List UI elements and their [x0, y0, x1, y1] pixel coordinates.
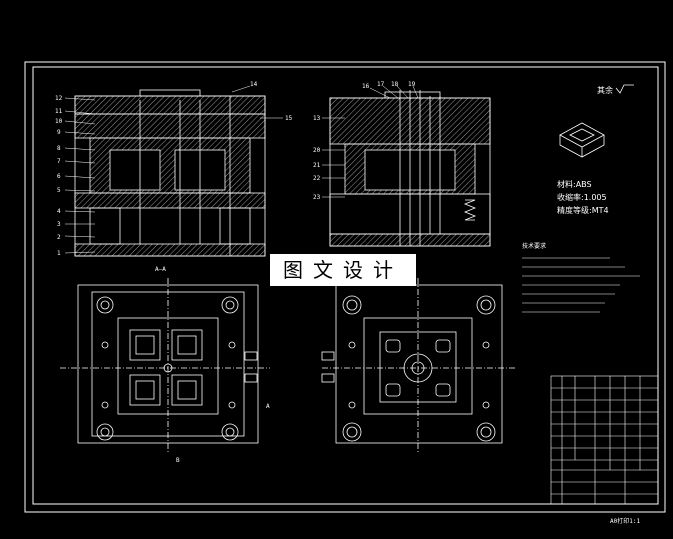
- part-no-left-10: 2: [57, 234, 61, 241]
- part-no-19: 19: [408, 81, 416, 88]
- part-no-left-4: 8: [57, 145, 61, 152]
- part-no-left-3: 9: [57, 129, 61, 136]
- part-no-20: 20: [313, 147, 321, 154]
- part-no-16: 16: [362, 83, 370, 90]
- title-block: [550, 375, 659, 505]
- part-no-17: 17: [377, 81, 385, 88]
- part-no-left-8: 4: [57, 208, 61, 215]
- part-no-left-2: 10: [55, 118, 63, 125]
- surface-mark-text: 其余: [597, 85, 613, 95]
- part-no-21: 21: [313, 162, 321, 169]
- right-section-view: [329, 90, 491, 247]
- shrink-label: 收缩率:1.005: [557, 192, 607, 202]
- part-isometric: [559, 122, 605, 158]
- left-section-view: [74, 89, 266, 257]
- part-no-18: 18: [391, 81, 399, 88]
- part-no-left-7: 5: [57, 187, 61, 194]
- precision-label: 精度等级:MT4: [557, 205, 609, 215]
- part-no-22: 22: [313, 175, 321, 182]
- scale-label: A0打印1:1: [610, 517, 640, 525]
- part-no-left-6: 6: [57, 173, 61, 180]
- part-no-23: 23: [313, 194, 321, 201]
- material-label: 材料:ABS: [557, 179, 592, 189]
- part-no-left-5: 7: [57, 158, 61, 165]
- view-mark-a: A: [266, 403, 270, 410]
- inner-frame: [32, 66, 659, 505]
- part-no-left-1: 11: [55, 108, 63, 115]
- part-no-15: 15: [285, 115, 293, 122]
- section-label: A—A: [155, 266, 166, 273]
- surface-finish-mark: 其余: [597, 84, 634, 95]
- right-plan-view: [321, 278, 516, 452]
- outer-frame: [24, 61, 666, 513]
- part-no-14: 14: [250, 81, 258, 88]
- part-no-left-11: 1: [57, 250, 61, 257]
- notes-title: 技术要求: [522, 242, 546, 250]
- part-no-13: 13: [313, 115, 321, 122]
- part-no-left-0: 12: [55, 95, 63, 102]
- notes-lines: [522, 257, 640, 313]
- view-mark-b: B: [176, 457, 180, 464]
- watermark: 图文设计: [270, 254, 416, 286]
- left-plan-view: A—A: [60, 266, 270, 452]
- part-no-left-9: 3: [57, 221, 61, 228]
